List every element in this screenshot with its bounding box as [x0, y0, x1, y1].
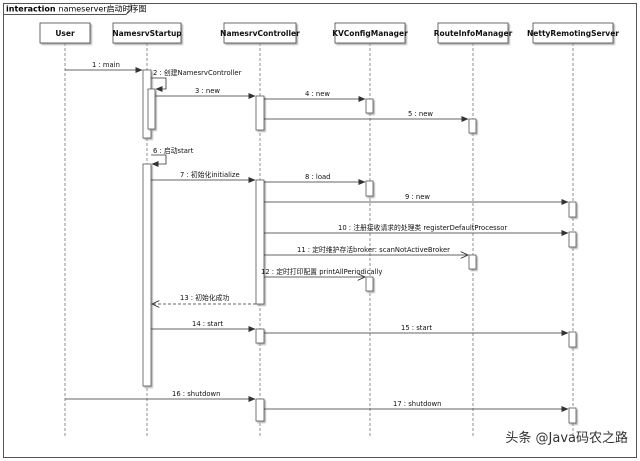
message-9-label: 9 : new — [405, 193, 430, 201]
message-2[interactable]: 2 : 创建NamesrvController — [151, 68, 242, 92]
message-16[interactable]: 16 : shutdown — [65, 390, 256, 402]
lifeline-user-label: User — [55, 29, 75, 38]
message-8-label: 8 : load — [305, 173, 330, 181]
message-10[interactable]: 10 : 注册接收请求的处理类 registerDefaultProcessor — [264, 223, 569, 236]
message-1-label: 1 : main — [92, 61, 120, 69]
message-13[interactable]: 13 : 初始化成功 — [152, 293, 256, 304]
activation-kvconfig-load — [365, 180, 374, 197]
lifeline-controller[interactable]: NamesrvController — [220, 22, 300, 44]
message-6[interactable]: 6 : 启动start — [151, 146, 194, 167]
message-8[interactable]: 8 : load — [264, 173, 366, 185]
message-17-label: 17 : shutdown — [393, 400, 441, 408]
message-1[interactable]: 1 : main — [65, 61, 143, 73]
lifeline-startup-label: NamesrvStartup — [112, 29, 182, 38]
activation-startup-create — [147, 88, 156, 130]
activation-bars — [142, 69, 577, 424]
activation-remoting-register — [568, 231, 577, 248]
lifeline-kvconfig-label: KVConfigManager — [332, 29, 408, 38]
lifeline-routeinfo[interactable]: RouteInfoManager — [434, 22, 513, 44]
message-10-label: 10 : 注册接收请求的处理类 registerDefaultProcessor — [338, 223, 507, 232]
message-17[interactable]: 17 : shutdown — [264, 400, 569, 412]
activation-controller-new — [255, 95, 265, 131]
message-11-label: 11 : 定时维护存活broker: scanNotActiveBroker — [297, 245, 450, 254]
lifeline-headers: User NamesrvStartup NamesrvController KV… — [39, 22, 619, 44]
message-6-label: 6 : 启动start — [153, 146, 194, 155]
lifeline-controller-label: NamesrvController — [220, 29, 300, 38]
messages: 1 : main 2 : 创建NamesrvController 3 : new… — [65, 61, 569, 412]
lifeline-user[interactable]: User — [39, 22, 91, 44]
activation-remoting-new — [568, 201, 577, 218]
activation-kvconfig-print — [365, 276, 374, 292]
lifeline-startup[interactable]: NamesrvStartup — [112, 22, 182, 44]
message-11[interactable]: 11 : 定时维护存活broker: scanNotActiveBroker — [264, 245, 468, 255]
activation-startup-start — [142, 163, 152, 387]
message-2-label: 2 : 创建NamesrvController — [153, 68, 242, 77]
message-16-label: 16 : shutdown — [172, 390, 220, 398]
activation-controller-start — [255, 328, 265, 344]
message-9[interactable]: 9 : new — [264, 193, 569, 205]
message-12-label: 12 : 定时打印配置 printAllPeriodically — [261, 267, 382, 276]
message-14-label: 14 : start — [192, 320, 223, 328]
message-4[interactable]: 4 : new — [264, 90, 366, 102]
activation-controller-init — [255, 179, 265, 305]
message-15-label: 15 : start — [401, 324, 432, 332]
message-13-label: 13 : 初始化成功 — [180, 293, 229, 302]
lifeline-lines — [64, 43, 574, 436]
frame-keyword: interaction — [6, 5, 56, 14]
lifeline-remoting-label: NettyRemotingServer — [527, 29, 619, 38]
activation-remoting-shutdown — [568, 407, 577, 424]
lifeline-routeinfo-label: RouteInfoManager — [434, 29, 513, 38]
activation-routeinfo-new — [468, 118, 477, 134]
watermark-text: 头条 @Java码农之路 — [505, 430, 628, 446]
activation-kvconfig-new — [365, 98, 374, 114]
message-14[interactable]: 14 : start — [151, 320, 256, 332]
message-5[interactable]: 5 : new — [264, 110, 469, 122]
activation-controller-shutdown — [255, 398, 265, 422]
message-3[interactable]: 3 : new — [155, 87, 256, 99]
message-5-label: 5 : new — [408, 110, 433, 118]
activation-remoting-start — [568, 331, 577, 348]
activation-routeinfo-scan — [468, 254, 477, 270]
message-12[interactable]: 12 : 定时打印配置 printAllPeriodically — [261, 267, 382, 277]
message-7-label: 7 : 初始化initialize — [180, 170, 240, 179]
lifeline-kvconfig[interactable]: KVConfigManager — [332, 22, 408, 44]
message-7[interactable]: 7 : 初始化initialize — [151, 170, 256, 183]
message-3-label: 3 : new — [195, 87, 220, 95]
frame-name: nameserver启动时序图 — [59, 4, 147, 14]
message-15[interactable]: 15 : start — [264, 324, 569, 336]
lifeline-remoting[interactable]: NettyRemotingServer — [527, 22, 619, 44]
message-4-label: 4 : new — [305, 90, 330, 98]
